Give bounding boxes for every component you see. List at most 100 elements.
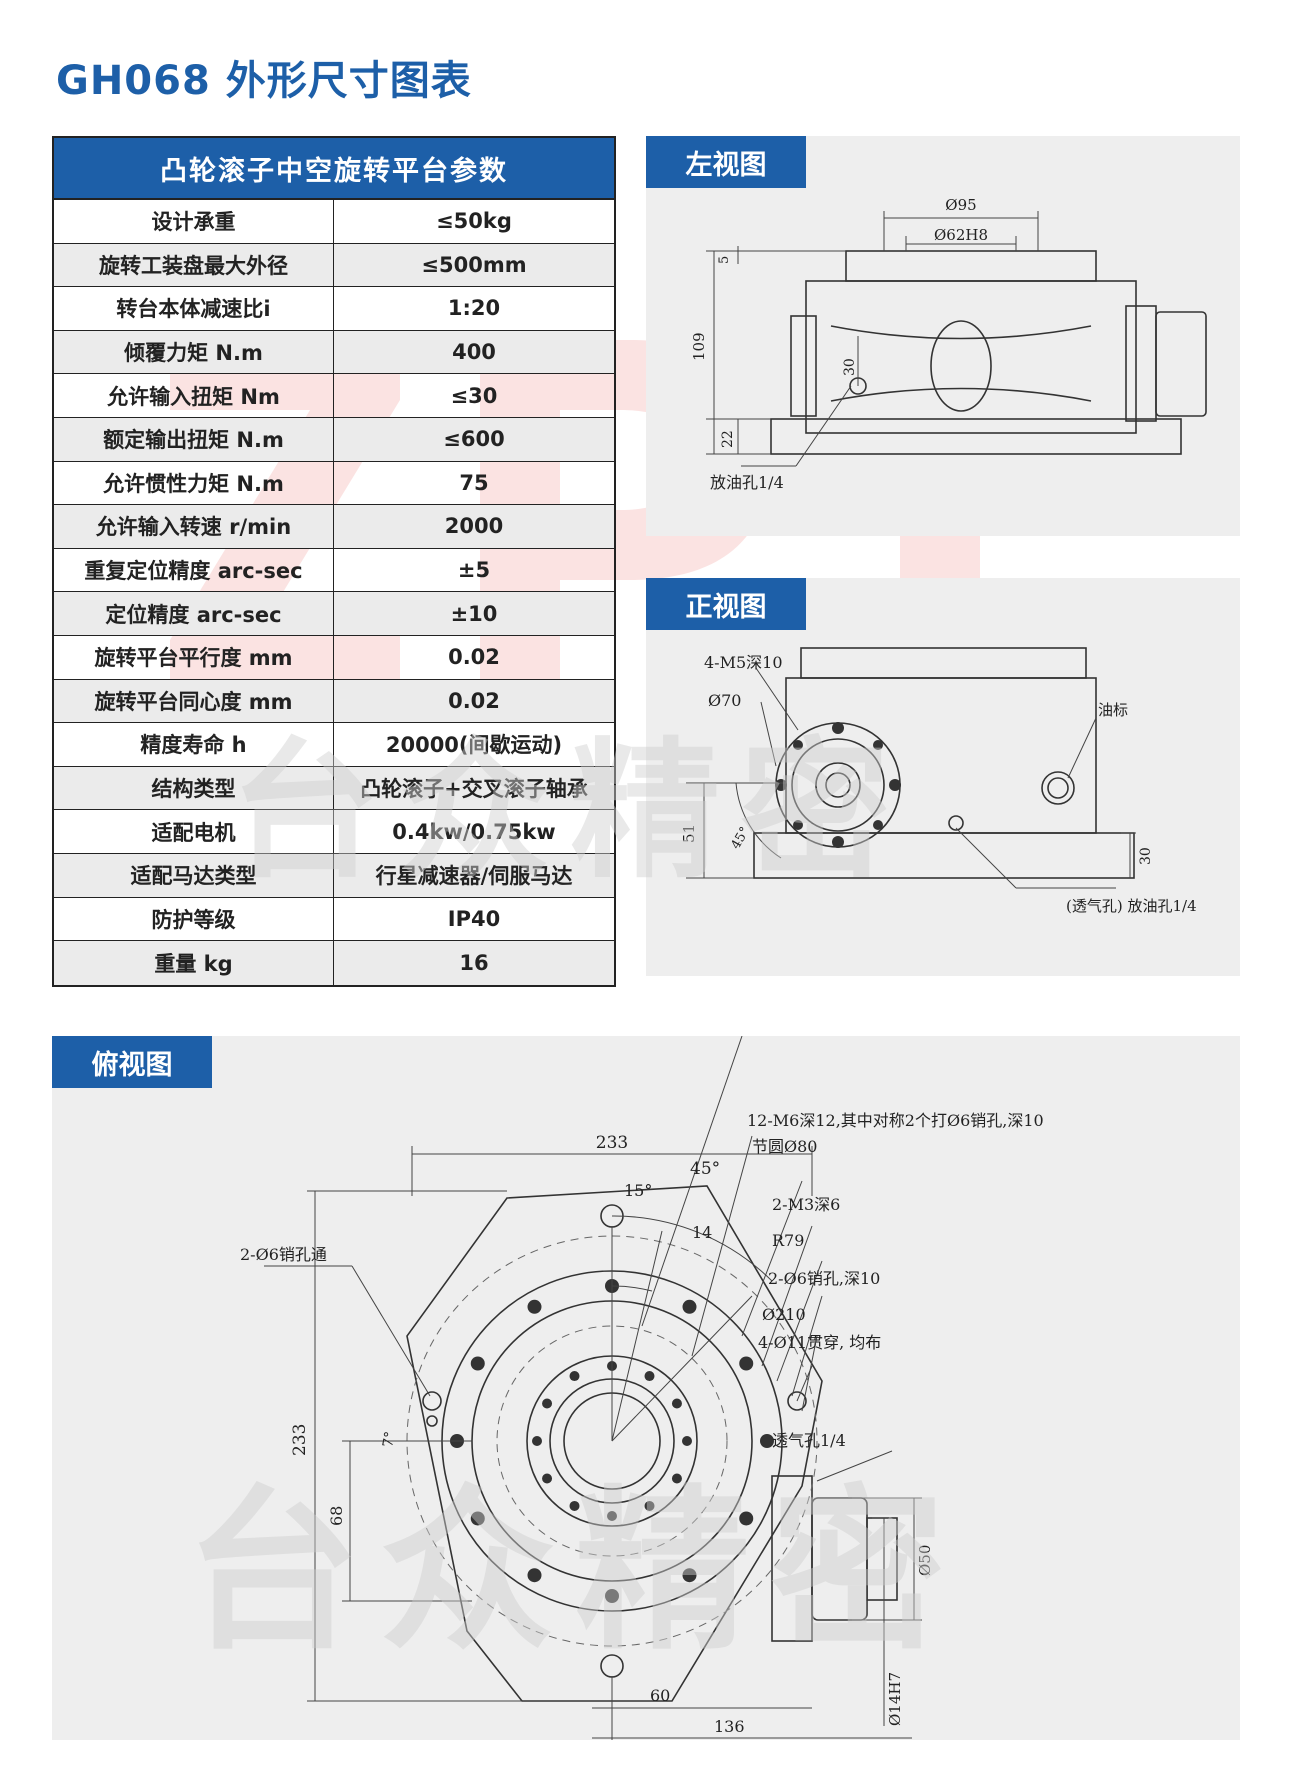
param-name: 重量 kg	[54, 941, 334, 985]
top-callout-holes11: 4-Ø11贯穿, 均布	[758, 1333, 881, 1352]
front-view-title: 正视图	[646, 578, 806, 630]
param-value: 75	[459, 470, 489, 495]
top-dim-h68: 68	[327, 1506, 346, 1526]
param-row: 防护等级 IP40	[54, 897, 614, 942]
param-name: 定位精度 arc-sec	[54, 592, 334, 635]
param-name: 额定输出扭矩 N.m	[54, 417, 334, 461]
param-row: 旋转工装盘最大外径≤500mm	[54, 243, 614, 288]
top-dim-w60: 60	[650, 1686, 670, 1705]
top-view-title: 俯视图	[52, 1036, 212, 1088]
param-value: 16	[334, 941, 614, 985]
param-value: 0.02	[448, 645, 500, 670]
watermark-text-bottom: 台众精密	[185, 1471, 965, 1674]
left-view-title: 左视图	[646, 136, 806, 188]
left-dim-h109: 109	[690, 332, 708, 361]
bolt-hole	[644, 1500, 655, 1511]
top-callout-r79: R79	[772, 1231, 804, 1250]
param-row: 设计承重 ≤50kg	[54, 200, 614, 244]
param-value: ±5	[457, 558, 491, 583]
top-callout-vent: 透气孔1/4	[772, 1431, 846, 1450]
bolt-hole	[542, 1473, 553, 1484]
param-name: 结构类型	[54, 766, 334, 810]
param-value: 1:20	[447, 296, 501, 321]
param-name: 重复定位精度 arc-sec	[54, 548, 334, 592]
top-callout-d210: Ø210	[762, 1305, 806, 1324]
param-row: 适配马达类型行星减速器/伺服马达	[54, 853, 614, 898]
bolt-hole	[569, 1500, 580, 1511]
param-value: 行星减速器/伺服马达	[334, 853, 614, 897]
front-dim-d70: Ø70	[708, 691, 741, 710]
left-view-drawing: Ø95 Ø62H8 5 109 30 22 放油孔1/4	[690, 196, 1207, 492]
param-value: 2000	[334, 505, 614, 548]
param-row: 重复定位精度 arc-sec ±5	[54, 548, 614, 593]
param-row: 结构类型凸轮滚子+交叉滚子轴承	[54, 766, 614, 811]
top-callout-pitch80: 节圆Ø80	[752, 1137, 817, 1156]
bolt-hole	[739, 1356, 754, 1371]
page-title: GH068 外形尺寸图表	[56, 58, 472, 104]
param-value: ±10	[334, 592, 614, 635]
bolt-hole	[542, 1398, 553, 1409]
front-oil-mark: 油标	[1098, 701, 1128, 719]
top-view-drawing: 233 233 45° 15° 14 68 60 136 Ø50 Ø14H7 7…	[240, 1036, 1044, 1740]
param-row: 允许输入扭矩 Nm≤30	[54, 374, 614, 418]
param-value: ≤30	[450, 383, 498, 408]
param-name: 旋转平台同心度 mm	[54, 679, 334, 723]
bolt-hole	[470, 1511, 485, 1526]
param-name: 允许惯性力矩 N.m	[54, 461, 334, 505]
param-name: 允许输入转速 r/min	[54, 505, 334, 548]
top-dim-a15: 15°	[624, 1181, 652, 1200]
front-dim-m5: 4-M5深10	[704, 653, 783, 672]
top-dim-a7: 7°	[380, 1430, 399, 1448]
param-name: 转台本体减速比i	[54, 287, 334, 330]
param-value: ≤50kg	[436, 209, 512, 234]
front-vent-drain: (透气孔) 放油孔1/4	[1066, 897, 1197, 915]
param-value: 凸轮滚子+交叉滚子轴承	[334, 766, 614, 810]
left-drain-label: 放油孔1/4	[710, 473, 784, 492]
param-value: 400	[334, 330, 614, 374]
param-row: 允许惯性力矩 N.m 75	[54, 461, 614, 506]
param-value: IP40	[447, 906, 501, 931]
top-dim-w233: 233	[596, 1133, 628, 1153]
param-name: 设计承重	[54, 200, 334, 243]
bolt-hole	[671, 1473, 682, 1484]
top-dim-d50: Ø50	[916, 1545, 934, 1576]
bolt-hole	[532, 1436, 542, 1446]
param-name: 防护等级	[54, 897, 334, 941]
param-table-header: 凸轮滚子中空旋转平台参数	[54, 138, 614, 200]
param-value: 0.4kw/0.75kw	[392, 819, 556, 844]
top-dim-w136: 136	[714, 1717, 745, 1736]
param-name: 旋转工装盘最大外径	[54, 243, 334, 287]
bolt-hole	[671, 1398, 682, 1409]
bolt-hole	[682, 1436, 692, 1446]
param-row: 转台本体减速比i 1:20	[54, 287, 614, 331]
bolt-hole	[527, 1568, 542, 1583]
bolt-hole	[644, 1371, 655, 1382]
bolt-hole	[682, 1568, 697, 1583]
top-callout-pin-through: 2-Ø6销孔通	[240, 1245, 327, 1264]
front-dim-h51: 51	[680, 824, 698, 843]
param-value: ≤600	[334, 417, 614, 461]
bolt-hole	[569, 1371, 580, 1382]
bolt-hole	[739, 1511, 754, 1526]
top-callout-pin6: 2-Ø6销孔,深10	[768, 1269, 880, 1288]
top-dim-d14h7: Ø14H7	[886, 1672, 904, 1726]
bolt-hole	[607, 1511, 617, 1521]
param-row: 定位精度 arc-sec±10	[54, 592, 614, 636]
param-name: 精度寿命 h	[54, 723, 334, 766]
bolt-hole	[527, 1299, 542, 1314]
bolt-hole	[470, 1356, 485, 1371]
left-dim-h22: 22	[720, 430, 736, 448]
top-dim-h233: 233	[290, 1424, 310, 1456]
bolt-hole	[605, 1589, 619, 1603]
front-dim-h30: 30	[1138, 847, 1154, 865]
top-callout-m6: 12-M6深12,其中对称2个打Ø6销孔,深10	[747, 1111, 1044, 1130]
top-callout-m3: 2-M3深6	[772, 1195, 840, 1214]
param-value: 0.02	[334, 679, 614, 723]
left-view-panel: 左视图	[646, 136, 1240, 536]
bolt-hole	[682, 1299, 697, 1314]
